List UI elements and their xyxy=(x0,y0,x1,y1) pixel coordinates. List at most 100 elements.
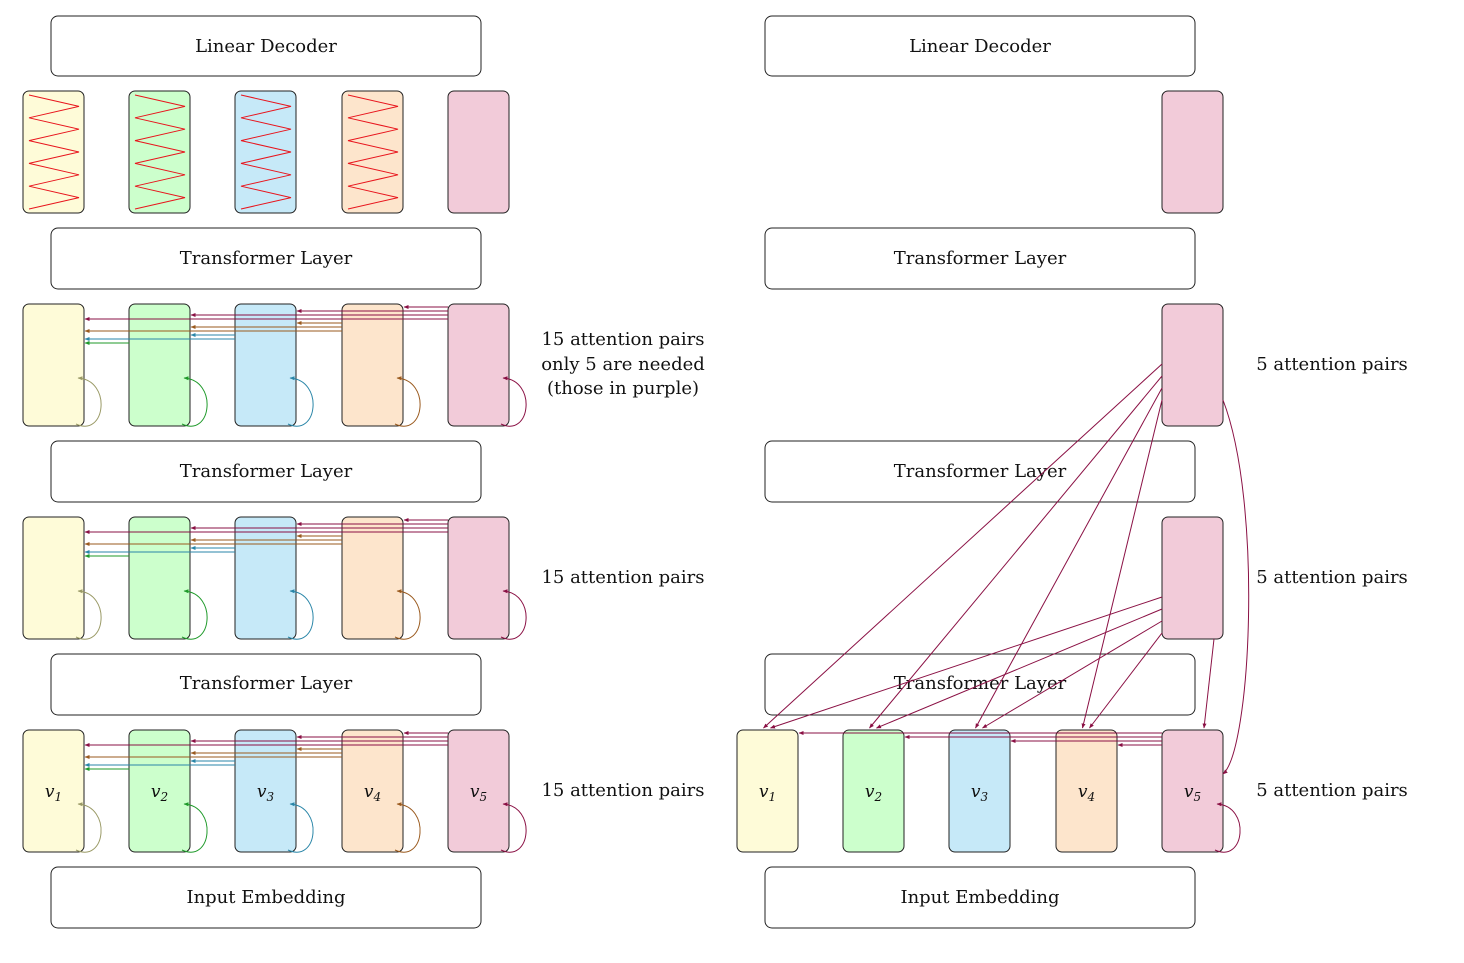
left-output-token-4-discarded xyxy=(347,94,399,210)
right-layer2-token-5 xyxy=(1161,516,1224,640)
left-row2-self-attn-2 xyxy=(181,589,208,640)
left-diagram: Linear Decoder Transformer Layer Transfo… xyxy=(22,15,705,929)
left-annotation-middle: 15 attention pairs xyxy=(541,567,704,588)
left-row3-token-1 xyxy=(22,729,85,853)
right-v5-label: v5 xyxy=(1184,782,1201,804)
left-row2-self-attn-5 xyxy=(500,589,527,640)
left-row3-token-2 xyxy=(128,729,191,853)
right-transformer-layer-2-box xyxy=(764,440,1196,503)
right-layer3-token-5 xyxy=(1161,303,1224,427)
right-layer2-attn-5-to-1 xyxy=(770,596,1163,729)
right-diagram: Linear Decoder Transformer Layer Transfo… xyxy=(736,15,1408,929)
left-transformer-layer-1-label: Transformer Layer xyxy=(180,673,353,694)
right-transformer-layer-2-label: Transformer Layer xyxy=(894,461,1067,482)
right-transformer-layer-3-box xyxy=(764,227,1196,290)
right-layer2-attn-5-to-2 xyxy=(876,608,1163,729)
right-input-token-1 xyxy=(736,729,799,853)
left-row2-self-attn-4 xyxy=(394,589,421,640)
left-input-embedding-label: Input Embedding xyxy=(186,887,345,908)
left-output-token-2-discarded xyxy=(134,94,186,210)
left-output-token-3-discarded xyxy=(240,94,292,210)
left-row2-token-5 xyxy=(447,516,510,640)
left-annotation-bottom: 15 attention pairs xyxy=(541,780,704,801)
right-layer3-attn-5-to-2 xyxy=(869,375,1163,729)
right-v2-label: v2 xyxy=(865,782,882,804)
left-v2-label: v2 xyxy=(151,782,168,804)
right-transformer-layer-3-label: Transformer Layer xyxy=(894,248,1067,269)
right-token-rows: v1 v2 v3 v4 v5 xyxy=(736,90,1250,853)
left-annotation-top-line1: 15 attention pairs xyxy=(541,329,704,350)
right-input-token-5 xyxy=(1161,729,1224,853)
left-transformer-layer-3-label: Transformer Layer xyxy=(180,248,353,269)
left-row2-token-3 xyxy=(234,516,297,640)
left-row2-self-attn-3 xyxy=(287,589,314,640)
left-annotation-top-line2: only 5 are needed xyxy=(541,354,705,375)
left-token-rows: v1 v2 v3 v4 v5 xyxy=(22,90,527,853)
left-transformer-layer-1-box xyxy=(50,653,482,716)
left-row3-token-5 xyxy=(447,729,510,853)
left-row1-self-attn-5 xyxy=(500,376,527,427)
left-row3-token-4 xyxy=(341,729,404,853)
left-output-token-1-discarded xyxy=(28,94,80,210)
left-row3-self-attn-1 xyxy=(75,802,102,853)
left-row2-self-attn-1 xyxy=(75,589,102,640)
left-v1-label: v1 xyxy=(45,782,62,804)
right-input-self-attn-5 xyxy=(1214,802,1241,853)
left-row1-self-attn-1 xyxy=(75,376,102,427)
left-row1-token-3 xyxy=(234,303,297,427)
left-row1-token-2 xyxy=(128,303,191,427)
left-linear-decoder-label: Linear Decoder xyxy=(195,36,337,57)
left-linear-decoder-box xyxy=(50,15,482,77)
right-linear-decoder-label: Linear Decoder xyxy=(909,36,1051,57)
left-output-token-1 xyxy=(22,90,85,214)
left-row3-token-3 xyxy=(234,729,297,853)
right-input-embedding-box xyxy=(764,866,1196,929)
right-v3-label: v3 xyxy=(971,782,989,804)
right-linear-decoder-box xyxy=(764,15,1196,77)
left-v5-label: v5 xyxy=(470,782,487,804)
left-output-token-2 xyxy=(128,90,191,214)
left-row1-token-1 xyxy=(22,303,85,427)
right-input-embedding-label: Input Embedding xyxy=(900,887,1059,908)
left-v3-label: v3 xyxy=(257,782,275,804)
left-row3-self-attn-3 xyxy=(287,802,314,853)
left-v4-label: v4 xyxy=(364,782,381,804)
left-row3-self-attn-2 xyxy=(181,802,208,853)
right-layer2-attn-5-to-4 xyxy=(1089,632,1163,729)
right-layer3-attn-5-to-5 xyxy=(1222,399,1250,775)
left-transformer-layer-3-box xyxy=(50,227,482,290)
left-row2-token-1 xyxy=(22,516,85,640)
left-transformer-layer-2-box xyxy=(50,440,482,503)
left-row1-token-4 xyxy=(341,303,404,427)
right-layer2-attn-5-to-3 xyxy=(982,620,1163,729)
right-v4-label: v4 xyxy=(1078,782,1095,804)
left-input-embedding-box xyxy=(50,866,482,929)
right-v1-label: v1 xyxy=(759,782,776,804)
right-layer3-attn-5-to-4 xyxy=(1081,399,1163,729)
left-row1-self-attn-2 xyxy=(181,376,208,427)
right-input-token-4 xyxy=(1055,729,1118,853)
left-transformer-layer-2-label: Transformer Layer xyxy=(180,461,353,482)
left-row2-token-2 xyxy=(128,516,191,640)
left-row3-self-attn-4 xyxy=(394,802,421,853)
left-output-token-3 xyxy=(234,90,297,214)
left-output-token-5 xyxy=(447,90,510,214)
left-annotation-top-line3: (those in purple) xyxy=(547,378,699,399)
right-input-token-3 xyxy=(948,729,1011,853)
left-row2-token-4 xyxy=(341,516,404,640)
right-layer2-attn-5-to-5 xyxy=(1202,638,1215,729)
right-layer3-attn-5-to-1 xyxy=(763,363,1163,729)
right-output-token-5 xyxy=(1161,90,1224,214)
left-row1-self-attn-3 xyxy=(287,376,314,427)
left-row1-self-attn-4 xyxy=(394,376,421,427)
right-transformer-layer-1-label: Transformer Layer xyxy=(894,673,1067,694)
right-annotation-bottom: 5 attention pairs xyxy=(1256,780,1408,801)
right-annotation-middle: 5 attention pairs xyxy=(1256,567,1408,588)
left-row1-token-5 xyxy=(447,303,510,427)
right-input-token-2 xyxy=(842,729,905,853)
left-row3-self-attn-5 xyxy=(500,802,527,853)
right-annotation-top: 5 attention pairs xyxy=(1256,354,1408,375)
left-output-token-4 xyxy=(341,90,404,214)
right-layer3-attn-5-to-3 xyxy=(975,387,1163,729)
